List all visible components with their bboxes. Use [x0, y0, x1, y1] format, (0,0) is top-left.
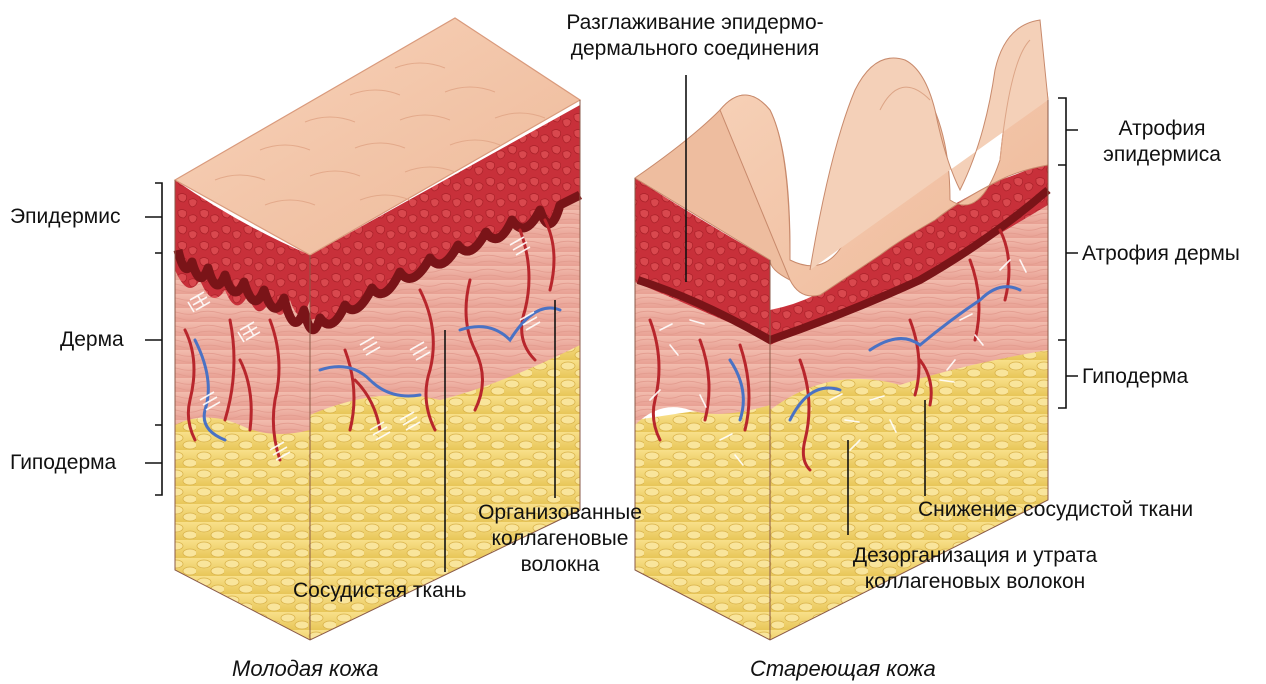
label-flattening-line1: Разглаживание эпидермо-: [535, 10, 855, 36]
label-reduced-vascular: Снижение сосудистой ткани: [918, 497, 1193, 523]
label-atrophy-epidermis-line1: Атрофия: [1082, 116, 1242, 142]
label-atrophy-dermis: Атрофия дермы: [1082, 241, 1240, 267]
label-organized-collagen-line2: коллагеновые: [455, 526, 665, 552]
label-epidermis: Эпидермис: [10, 204, 120, 230]
label-flattening: Разглаживание эпидермо- дермального соед…: [535, 10, 855, 62]
label-vascular-tissue: Сосудистая ткань: [293, 578, 466, 604]
caption-aging-skin: Стареющая кожа: [750, 656, 936, 682]
label-atrophy-epidermis: Атрофия эпидермиса: [1082, 116, 1242, 168]
label-dermis: Дерма: [60, 327, 124, 353]
label-hypodermis-left: Гиподерма: [10, 450, 116, 476]
label-flattening-line2: дермального соединения: [535, 36, 855, 62]
label-organized-collagen-line1: Организованные: [455, 500, 665, 526]
label-disorganized-collagen-line1: Дезорганизация и утрата: [830, 543, 1120, 569]
label-disorganized-collagen: Дезорганизация и утрата коллагеновых вол…: [830, 543, 1120, 595]
label-disorganized-collagen-line2: коллагеновых волокон: [830, 569, 1120, 595]
label-atrophy-epidermis-line2: эпидермиса: [1082, 142, 1242, 168]
label-hypodermis-right: Гиподерма: [1082, 364, 1188, 390]
label-organized-collagen: Организованные коллагеновые волокна: [455, 500, 665, 578]
caption-young-skin: Молодая кожа: [232, 656, 379, 682]
label-organized-collagen-line3: волокна: [455, 552, 665, 578]
aging-hypodermis-front: [770, 345, 1048, 640]
